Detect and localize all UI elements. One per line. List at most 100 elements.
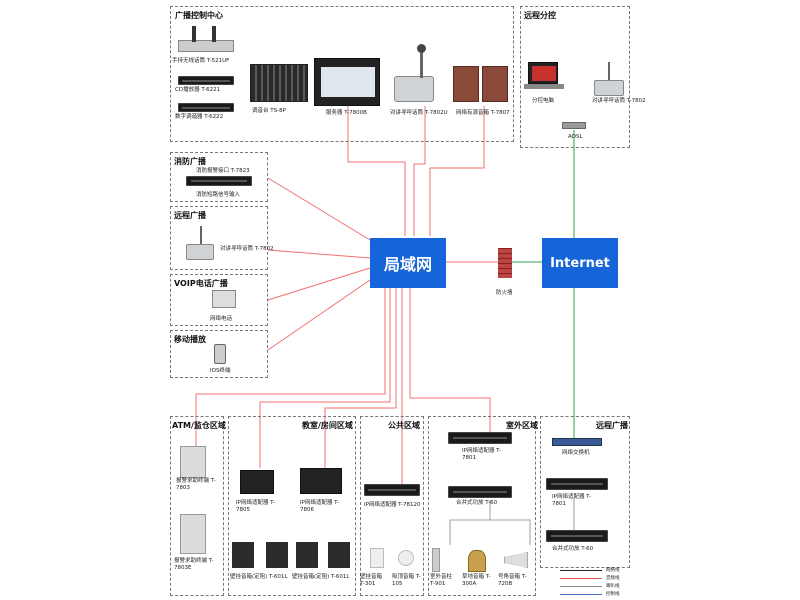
remote-amp-label: 合并式功放 T-60 <box>552 546 594 552</box>
cd-player <box>178 76 234 85</box>
mixer <box>250 64 308 102</box>
classroom-speaker-2-label: 壁挂音箱(定阻) T-601L <box>292 574 350 580</box>
adsl-router-icon <box>562 122 586 129</box>
wall-speaker-2 <box>266 542 288 568</box>
mic-label: 手持无线话筒 T-521UF <box>172 58 230 64</box>
wall-speaker-3 <box>296 542 318 568</box>
alarm-terminal-2-label: 报警求助终端 T-7803E <box>174 558 214 571</box>
voip-phone-icon <box>212 290 236 308</box>
laptop-base <box>524 84 564 89</box>
section-title-remote-bc: 远程广播 <box>174 211 206 220</box>
line-lan-atm <box>195 288 386 450</box>
line-lan-class2 <box>324 288 397 468</box>
paging-console-icon <box>394 76 434 102</box>
speaker-right <box>482 66 508 102</box>
outdoor-adapter <box>448 432 512 444</box>
section-title-mobile: 移动播放 <box>174 335 206 344</box>
public-box <box>360 416 424 596</box>
line-remote-lan <box>267 249 371 259</box>
line-speakers-lan <box>429 106 485 236</box>
line-mobile-lan <box>267 279 371 351</box>
outdoor-adapter-label: IP网络适配器 T-7801 <box>462 448 502 461</box>
legend: 网络线 音频线 喇叭线 控制线 <box>546 568 630 598</box>
ios-device-icon <box>214 344 226 364</box>
outdoor-amp <box>448 486 512 498</box>
branch-pc-label: 分控电脑 <box>532 98 555 104</box>
legend-audio-label: 音频线 <box>606 576 620 581</box>
line-voip-lan <box>267 267 371 301</box>
server-label: 服务器 T-7800B <box>326 110 367 116</box>
section-title-fire: 消防广播 <box>174 157 206 166</box>
mobile-box <box>170 330 268 378</box>
speakers-label: 网络有源音箱 T-7807 <box>456 110 510 116</box>
outdoor-column-label: 室外音柱 T-901 <box>430 574 453 587</box>
paging-mic-head <box>417 44 426 53</box>
ip-adapter-7806 <box>300 468 342 494</box>
switch-label: 网络交换机 <box>562 450 590 456</box>
server <box>314 58 380 106</box>
adsl-label: ADSL <box>568 134 583 140</box>
public-wall-label: 壁挂音箱 T-301 <box>360 574 383 587</box>
line-lan-outdoor <box>409 288 491 432</box>
fire-input-label: 消防短路信号输入 <box>196 192 241 198</box>
remote-bc-box <box>170 206 268 270</box>
fire-interface <box>186 176 252 186</box>
line-server-lan <box>347 106 406 236</box>
legend-item-network <box>560 570 602 571</box>
lawn-speaker <box>468 550 486 572</box>
public-adapter-label: IP网络适配器 T-78120 <box>364 502 421 508</box>
firewall-icon <box>498 248 512 278</box>
section-title-atm: ATM/监仓区域 <box>172 421 226 430</box>
remote-adapter-label: IP网络适配器 T-7801 <box>552 494 592 507</box>
voip-box <box>170 274 268 326</box>
voip-phone-label: 网络电话 <box>210 316 233 322</box>
alarm-terminal-1 <box>180 446 206 478</box>
paging-label: 对讲寻呼话筒 T-7802U <box>390 110 448 116</box>
line-paging-lan <box>413 106 426 236</box>
classroom-speaker-1-label: 壁挂音箱(定阻) T-601L <box>230 574 288 580</box>
mic-antenna-icon-2 <box>212 26 216 42</box>
branch-paging-label: 对讲寻呼话筒 T-7802 <box>592 98 646 104</box>
section-title-remote-bc2: 远程广播 <box>596 421 628 430</box>
outdoor-lawn-label: 草地音箱 T-300A <box>462 574 491 587</box>
adapter-7805-label: IP网络适配器 T-7805 <box>236 500 276 513</box>
section-title-remote-branch: 远程分控 <box>524 11 556 20</box>
laptop-icon <box>528 62 558 84</box>
wall-speaker-1 <box>232 542 254 568</box>
fire-box <box>170 152 268 202</box>
section-title-outdoor: 室外区域 <box>506 421 538 430</box>
ip-adapter-7805 <box>240 470 274 494</box>
outdoor-column-speaker <box>432 548 440 572</box>
section-title-control-center: 广播控制中心 <box>175 11 223 20</box>
section-title-public: 公共区域 <box>388 421 420 430</box>
lan-hub: 局域网 <box>370 238 446 288</box>
wireless-mic-receiver <box>178 40 234 52</box>
line-fire-lan <box>267 177 371 241</box>
section-title-voip: VOIP电话广播 <box>174 279 228 288</box>
firewall-label: 防火墙 <box>496 290 513 296</box>
classroom-box <box>228 416 356 596</box>
tuner <box>178 103 234 112</box>
legend-speaker-label: 喇叭线 <box>606 584 620 589</box>
ip-adapter-78120 <box>364 484 420 496</box>
remote-adapter <box>546 478 608 490</box>
legend-network-label: 网络线 <box>606 568 620 573</box>
speaker-left <box>453 66 479 102</box>
ios-label: IOS终端 <box>210 368 231 374</box>
branch-paging-icon <box>594 80 624 96</box>
legend-control-label: 控制线 <box>606 592 620 597</box>
section-title-classroom: 教室/房间区域 <box>302 421 353 430</box>
internet-hub: Internet <box>542 238 618 288</box>
outdoor-amp-label: 合并式功放 T-60 <box>456 500 498 506</box>
branch-paging-stem <box>608 62 610 80</box>
ceiling-speaker <box>398 550 414 566</box>
alarm-terminal-1-label: 报警求助终端 T-7803 <box>176 478 216 491</box>
remote-branch-box <box>520 6 630 148</box>
outdoor-box <box>428 416 536 596</box>
remote-paging-icon <box>186 244 214 260</box>
mic-antenna-icon <box>192 26 196 42</box>
outdoor-horn-label: 号角音箱 T-720B <box>498 574 527 587</box>
line-amp-speakers <box>449 500 491 545</box>
